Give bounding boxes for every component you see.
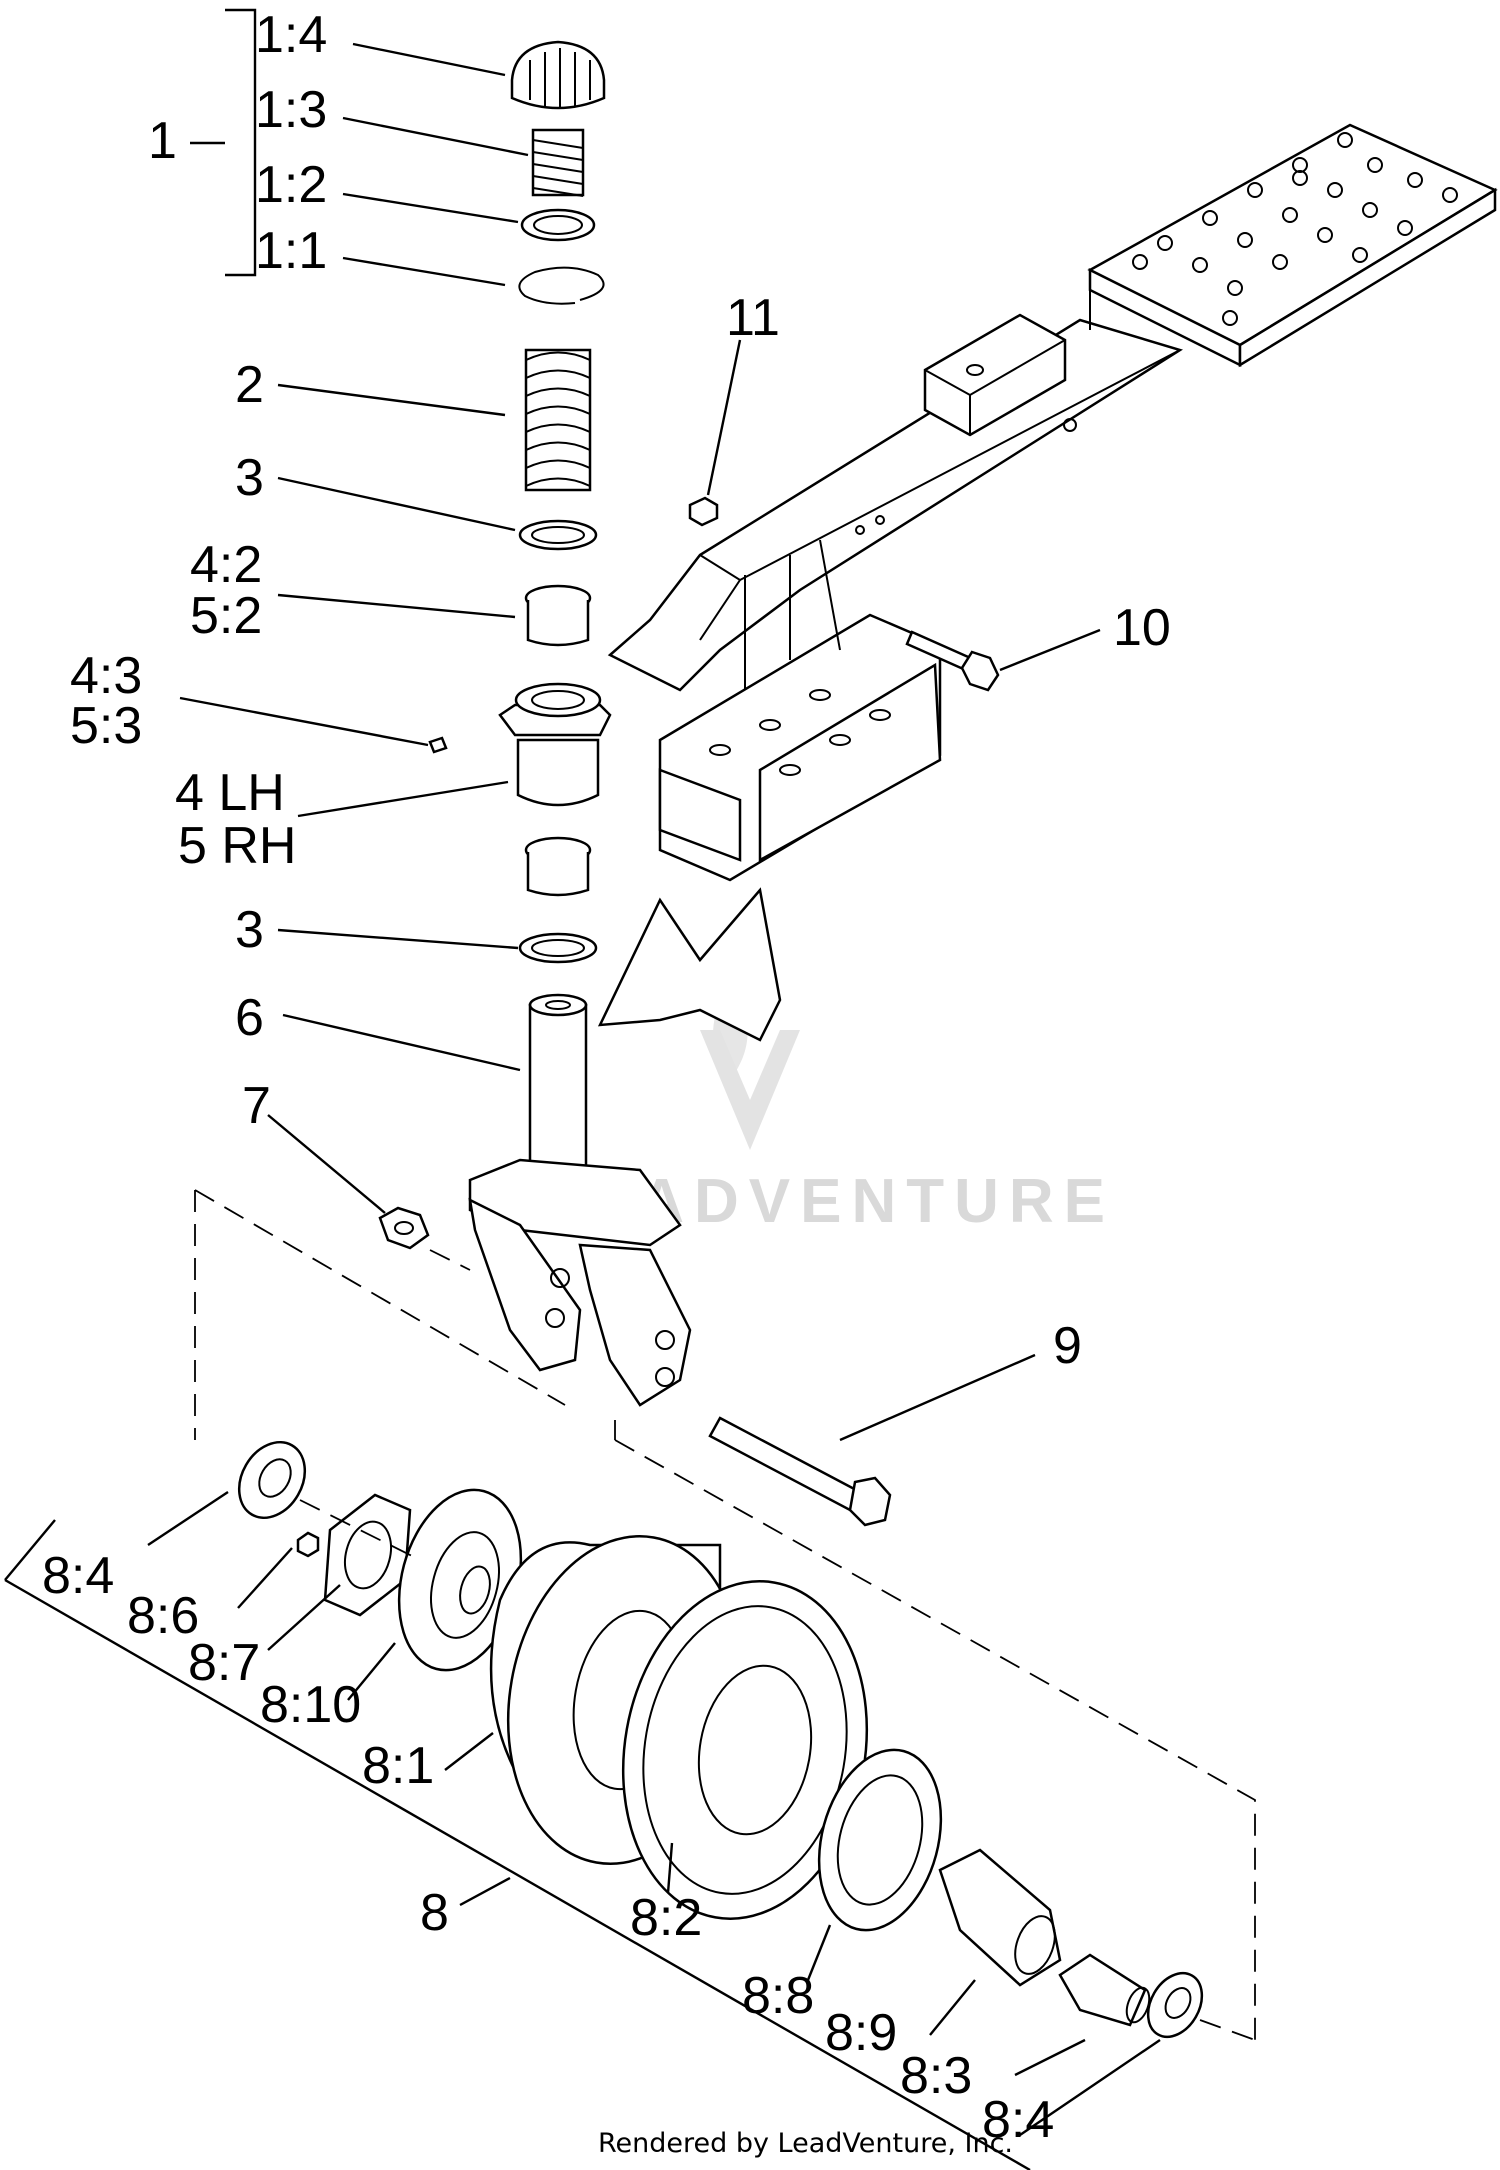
label-2: 2 — [235, 356, 264, 414]
label-8-2: 8:2 — [630, 1889, 702, 1947]
bolt-10 — [905, 630, 1000, 692]
hub-8-9 — [938, 1848, 1062, 1987]
leader-lines — [4, 8, 1161, 2170]
bearing-8-4-right — [1146, 1971, 1204, 2039]
label-7: 7 — [242, 1077, 271, 1135]
label-4-lh: 4 LH — [175, 764, 285, 822]
label-5-rh: 5 RH — [178, 817, 296, 875]
seal-plate-8-7 — [323, 1493, 412, 1617]
washer-3-upper — [518, 519, 598, 551]
dust-cap-1-4 — [510, 40, 606, 110]
label-8: 8 — [420, 1884, 449, 1942]
label-8-10: 8:10 — [260, 1676, 361, 1734]
nut-11 — [688, 496, 719, 527]
washer-1-2 — [520, 208, 596, 242]
tire-8-2 — [621, 1580, 869, 1920]
label-1: 1 — [148, 112, 177, 170]
label-6: 6 — [235, 989, 264, 1047]
label-11: 11 — [726, 289, 780, 347]
label-1-2: 1:2 — [255, 156, 327, 214]
label-3-lower: 3 — [235, 901, 264, 959]
snap-ring-1-1 — [518, 266, 605, 305]
spring-1-3 — [531, 128, 585, 197]
label-5-3: 5:3 — [70, 697, 142, 755]
label-4-2: 4:2 — [190, 536, 262, 594]
label-8-4-left: 8:4 — [42, 1547, 114, 1605]
label-8-1: 8:1 — [362, 1737, 434, 1795]
label-10: 10 — [1113, 599, 1171, 657]
axle-bolt-9 — [708, 1416, 892, 1527]
label-1-3: 1:3 — [255, 81, 327, 139]
label-8-6: 8:6 — [127, 1587, 199, 1645]
label-1-4: 1:4 — [255, 6, 327, 64]
hub-half-8-8 — [817, 1748, 943, 1932]
label-8-3: 8:3 — [900, 2047, 972, 2105]
label-9: 9 — [1053, 1317, 1082, 1375]
label-8-9: 8:9 — [825, 2004, 897, 2062]
label-8-8: 8:8 — [742, 1967, 814, 2025]
bearing-8-4-left — [237, 1441, 307, 1519]
label-3-upper: 3 — [235, 449, 264, 507]
render-credit: Rendered by LeadVenture, Inc. — [598, 2128, 1013, 2159]
nut-7 — [378, 1206, 430, 1250]
label-5-2: 5:2 — [190, 587, 262, 645]
bushing-lower — [524, 836, 592, 897]
locknut-8-6 — [296, 1531, 320, 1558]
washer-3-lower — [518, 932, 598, 964]
grease-fitting-4-3 — [428, 736, 448, 754]
part-labels: 1 1:4 1:3 1:2 1:1 2 3 4:2 5:2 4:3 5:3 4 … — [42, 6, 1171, 2149]
frame-arm — [498, 123, 1498, 1042]
assembly-dashed-lines — [194, 1189, 1256, 2041]
bushing-4-2 — [524, 584, 592, 647]
caster-fork-6 — [468, 993, 692, 1407]
spring-2 — [524, 348, 592, 492]
label-8-7: 8:7 — [188, 1634, 260, 1692]
spacer-8-3 — [1058, 1953, 1151, 2027]
label-4-3: 4:3 — [70, 647, 142, 705]
label-1-1: 1:1 — [255, 222, 327, 280]
label-8-4-right: 8:4 — [982, 2091, 1054, 2149]
